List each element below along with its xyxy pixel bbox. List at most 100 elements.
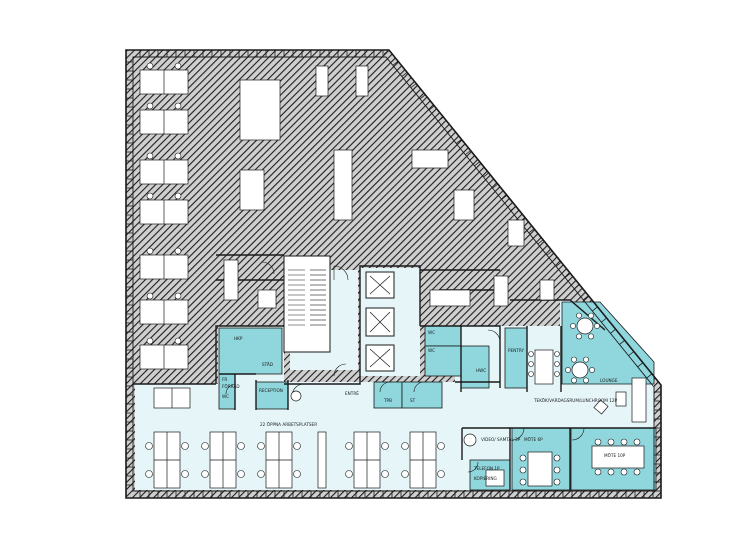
chair bbox=[528, 351, 534, 357]
chair bbox=[554, 351, 560, 357]
mullion bbox=[601, 317, 607, 323]
existing-table bbox=[239, 79, 281, 141]
lounge-table-1 bbox=[576, 317, 594, 335]
table-6p bbox=[527, 451, 553, 487]
mullion bbox=[619, 340, 625, 345]
mullion bbox=[528, 228, 535, 233]
mullion bbox=[492, 183, 499, 189]
existing-desk bbox=[315, 65, 329, 97]
mullion bbox=[637, 362, 644, 367]
existing-desk bbox=[539, 279, 555, 301]
chair bbox=[553, 478, 561, 486]
chair bbox=[633, 438, 641, 446]
label-hkp: HKP bbox=[234, 336, 243, 341]
existing-desk bbox=[453, 189, 475, 221]
chair bbox=[594, 323, 600, 329]
chair bbox=[146, 192, 154, 200]
chair bbox=[519, 478, 527, 486]
video-table bbox=[463, 433, 477, 447]
chair bbox=[174, 102, 182, 110]
label-video: VIDEO/ SAMTAL 3P bbox=[481, 437, 521, 442]
mullion bbox=[383, 49, 390, 55]
chair bbox=[174, 337, 182, 345]
chair bbox=[519, 454, 527, 462]
chair bbox=[174, 62, 182, 70]
mullion bbox=[574, 284, 580, 289]
label-phone: TELEFON 1P bbox=[473, 466, 500, 471]
existing-desk bbox=[429, 289, 471, 307]
label-meeting-10p: MÖTE 10P bbox=[604, 453, 626, 458]
label-storage: FÖRRÅD bbox=[222, 384, 240, 389]
outer-wall bbox=[125, 49, 662, 499]
mullion bbox=[556, 261, 562, 267]
chair bbox=[571, 377, 577, 384]
existing-desk bbox=[493, 275, 509, 307]
lounge-sofa bbox=[631, 377, 647, 423]
chair bbox=[345, 442, 353, 450]
label-entrance: ENTRÉ bbox=[345, 391, 359, 396]
chair bbox=[528, 371, 534, 377]
meeting-furniture bbox=[290, 317, 647, 487]
label-pantry: PENTRY bbox=[508, 348, 525, 353]
chair bbox=[607, 438, 615, 446]
chair bbox=[201, 470, 209, 478]
window-mullions bbox=[126, 49, 661, 498]
chair bbox=[181, 470, 189, 478]
mullion bbox=[592, 306, 598, 312]
reception-stool bbox=[290, 390, 302, 402]
table-10p bbox=[591, 445, 645, 469]
mullion bbox=[429, 105, 435, 111]
mullion bbox=[565, 273, 571, 278]
chair bbox=[620, 468, 628, 476]
chair bbox=[588, 333, 594, 340]
label-kitchen: TEKÖK/VARDAGSRUM/LUNCHROOM 12P bbox=[533, 398, 618, 403]
existing-desk bbox=[411, 149, 449, 169]
mullion bbox=[410, 83, 417, 88]
chair bbox=[293, 442, 301, 450]
room-hkp bbox=[218, 327, 283, 375]
chairs bbox=[145, 62, 641, 486]
chair bbox=[381, 442, 389, 450]
mullion bbox=[420, 94, 426, 99]
mullion bbox=[401, 72, 408, 77]
room-wc-a bbox=[424, 325, 462, 347]
chair bbox=[583, 356, 589, 363]
chair bbox=[293, 470, 301, 478]
mullion bbox=[501, 194, 508, 200]
shelf bbox=[317, 431, 327, 489]
mullion bbox=[438, 116, 444, 122]
pentry-table bbox=[534, 349, 554, 385]
chair bbox=[401, 470, 409, 478]
mullion bbox=[646, 373, 653, 379]
mullion bbox=[537, 239, 544, 245]
chair bbox=[237, 470, 245, 478]
doors bbox=[225, 261, 585, 473]
chair bbox=[554, 361, 560, 367]
chair bbox=[146, 247, 154, 255]
chair bbox=[181, 442, 189, 450]
label-st: ST bbox=[410, 398, 416, 403]
video-sofa bbox=[485, 469, 505, 487]
lounge-armchair-2 bbox=[615, 391, 627, 407]
label-hwc: HWC bbox=[476, 368, 486, 373]
chair bbox=[607, 468, 615, 476]
room-labels: 22 ÖPPNA ARBETSPLATSER ENTRÉ RECEPTION H… bbox=[222, 330, 626, 481]
chair bbox=[174, 247, 182, 255]
chair bbox=[594, 438, 602, 446]
chair bbox=[381, 470, 389, 478]
room-pentry bbox=[504, 327, 528, 389]
chair bbox=[174, 152, 182, 160]
label-stad: STÄD bbox=[262, 362, 273, 367]
mullion bbox=[546, 250, 553, 256]
existing-desk bbox=[507, 219, 525, 247]
mullion bbox=[456, 139, 462, 144]
chair bbox=[583, 377, 589, 384]
room-wc-b bbox=[424, 345, 462, 377]
chair bbox=[565, 367, 571, 373]
chair bbox=[145, 442, 153, 450]
chair bbox=[633, 468, 641, 476]
stair-treads bbox=[288, 269, 326, 326]
room-reception-pod bbox=[255, 381, 289, 410]
label-fr: FR bbox=[222, 377, 227, 382]
